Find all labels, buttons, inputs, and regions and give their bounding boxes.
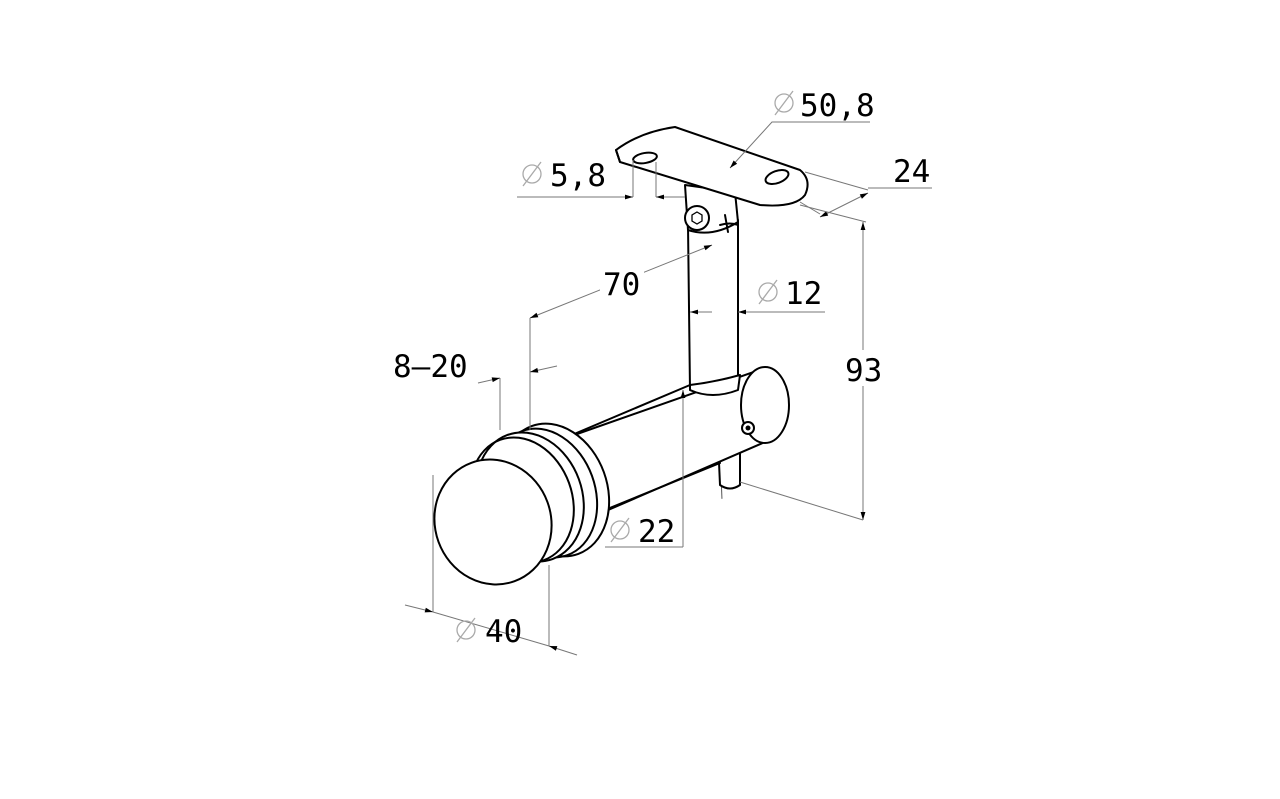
dim-arm-diameter: 22	[605, 390, 686, 550]
dim-hole-diameter: 5,8	[517, 158, 685, 200]
dim-height: 93	[739, 204, 886, 521]
dim-plate-width: 24	[799, 154, 932, 218]
hex-bolt-icon	[684, 205, 710, 231]
plate-width-label: 24	[893, 154, 930, 190]
rail-diameter-label: 50,8	[800, 88, 875, 124]
height-label: 93	[845, 353, 882, 389]
saddle-plate	[615, 126, 809, 234]
arm-diameter-label: 22	[638, 514, 675, 550]
dim-glass-thickness: 8–20	[393, 349, 558, 430]
dim-stem-diameter: 12	[690, 276, 825, 315]
projection-label: 70	[603, 267, 640, 303]
stem-diameter-label: 12	[785, 276, 822, 312]
glass-thickness-label: 8–20	[393, 349, 468, 385]
dim-disc-diameter: 40	[404, 475, 578, 656]
disc-diameter-label: 40	[485, 614, 522, 650]
hole-diameter-label: 5,8	[550, 158, 606, 194]
dim-projection: 70	[529, 244, 713, 430]
dim-rail-diameter: 50,8	[729, 88, 875, 169]
arm-cylinder	[559, 366, 790, 521]
glass-clamp-disc	[433, 422, 611, 586]
